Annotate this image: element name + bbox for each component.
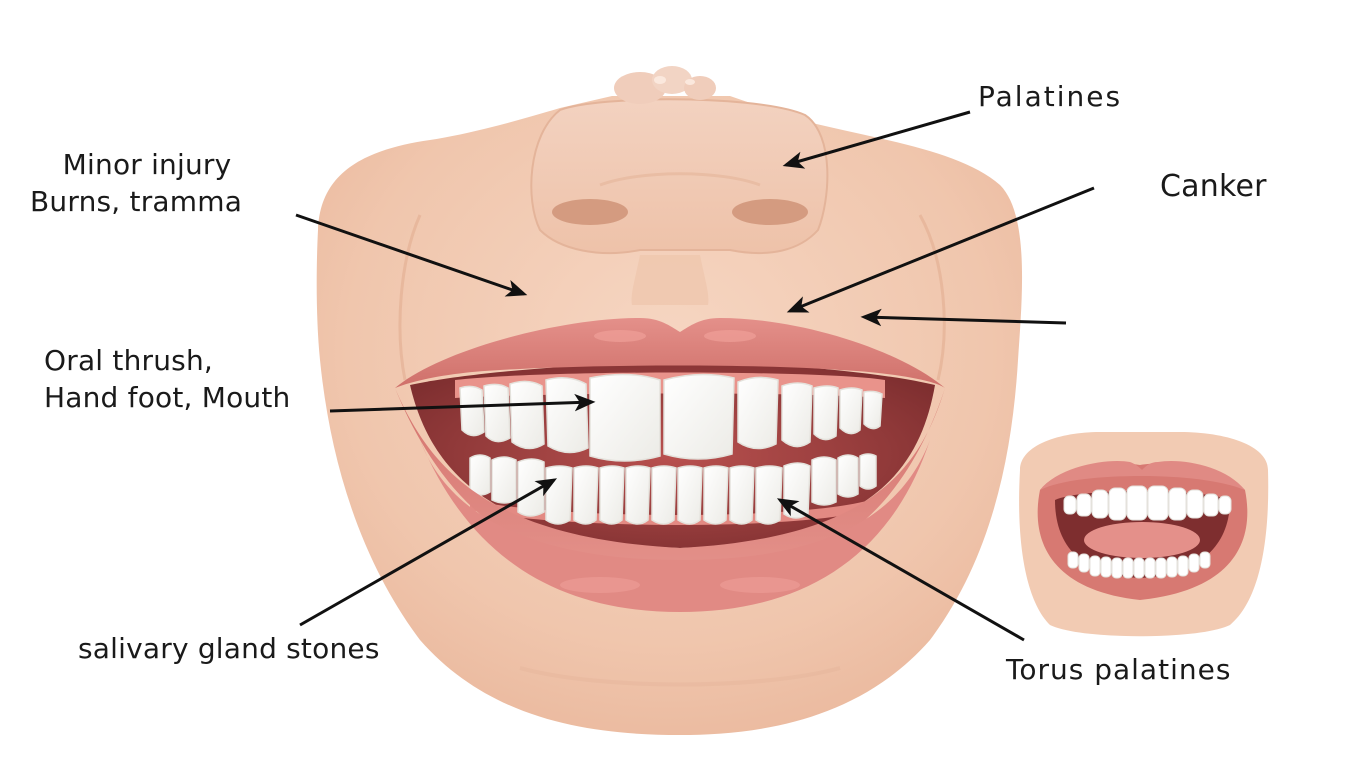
label-palatines: Palatines (978, 78, 1122, 115)
mouth (395, 318, 945, 612)
label-torus-palatines: Torus palatines (1006, 651, 1231, 688)
lower-teeth (469, 453, 877, 525)
arrow-minor-injury (295, 213, 528, 297)
label-canker: Canker (1160, 168, 1267, 205)
left-nostril (552, 199, 628, 225)
arrow-salivary-gland-stones (299, 478, 558, 627)
label-line: Hand foot, Mouth (44, 381, 291, 414)
label-line: Canker (1160, 169, 1267, 204)
label-line: Minor injury (62, 148, 232, 181)
arrow-torus-palatines (776, 498, 1025, 642)
arrow-palatines (782, 110, 971, 169)
arrow-canker (786, 186, 1095, 313)
label-salivary-gland-stones: salivary gland stones (78, 630, 380, 667)
right-nostril (732, 199, 808, 225)
upper-lip (395, 318, 945, 388)
label-line: Palatines (978, 80, 1123, 113)
label-line: Oral thrush, (44, 344, 214, 377)
label-line: salivary gland stones (78, 632, 380, 665)
face-illustration (316, 66, 1023, 735)
label-minor-injury: Minor injury Burns, tramma (30, 146, 242, 220)
nose (530, 66, 829, 255)
arrows (295, 110, 1095, 642)
label-oral-thrush: Oral thrush, Hand foot, Mouth (44, 342, 291, 416)
upper-teeth (459, 373, 883, 462)
inset-open-mouth (1019, 432, 1269, 637)
label-line: Burns, tramma (30, 185, 243, 218)
arrow-unlabeled (860, 308, 1067, 327)
nose-bumps (614, 66, 716, 104)
arrow-oral-thrush (329, 393, 596, 413)
label-line: Torus palatines (1006, 653, 1232, 686)
